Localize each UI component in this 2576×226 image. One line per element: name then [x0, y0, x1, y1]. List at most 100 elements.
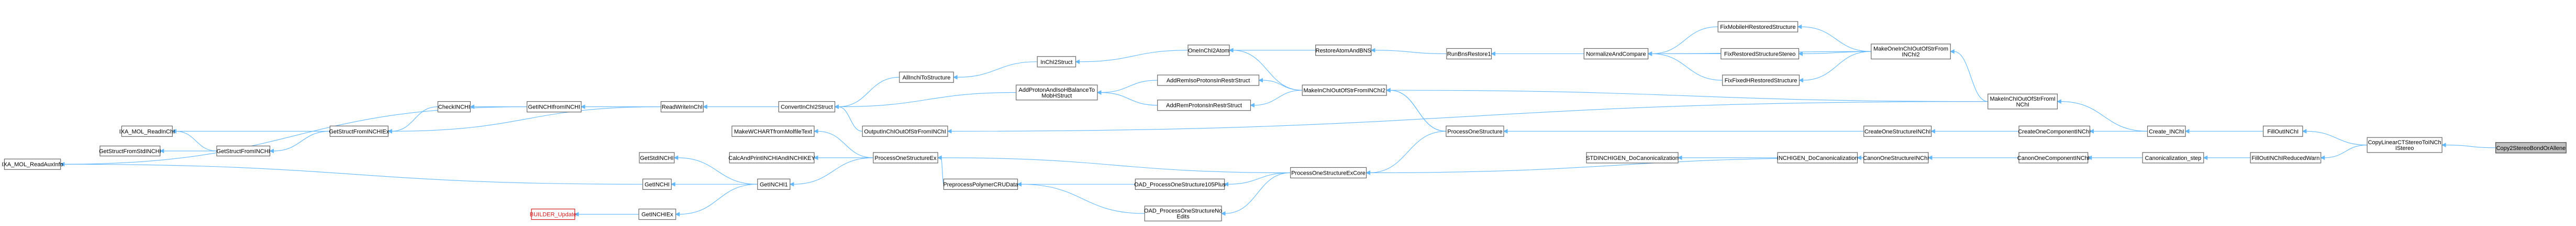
node-label: CreateOneComponentINChI	[2018, 128, 2091, 135]
node-box	[2250, 152, 2322, 164]
node-create-inchi[interactable]: Create_INChI	[2147, 125, 2186, 137]
edge-canononestructinchi-to-inchigen_docanon	[1857, 155, 1864, 160]
edge-processonestructure-to-makeinchioutofstrfrominchi2	[1386, 88, 1446, 132]
node-makewchartfromt[interactable]: MakeWCHARTfromMolfileText	[731, 125, 815, 137]
edge-makeinchioutofstrfrominchi2-to-addremprotons	[1250, 90, 1303, 108]
node-convertinchi2struct[interactable]: ConvertInChI2Struct	[778, 101, 836, 113]
edge-copy2stereobond-to-copylinearct	[2441, 143, 2496, 148]
node-getinchi[interactable]: GetINCHI	[642, 178, 672, 190]
node-allinchitostructure[interactable]: AllInchiToStructure	[899, 71, 954, 83]
edge-arrowhead	[937, 155, 942, 160]
node-fixmobilehrestored[interactable]: FixMobileHRestoredStructure	[1717, 21, 1798, 33]
edge-canonicalization_step-to-canononecompinchi	[2087, 155, 2143, 160]
edge-runbnsrestore1-to-restoreatomandbns	[1370, 48, 1447, 55]
node-box	[4, 158, 61, 170]
node-inchigen-docanon[interactable]: INCHIGEN_DoCanonicalization	[1777, 152, 1858, 164]
node-normalizeandcompare[interactable]: NormalizeAndCompare	[1583, 48, 1649, 60]
node-box	[526, 101, 582, 113]
node-canononecompinchi[interactable]: CanonOneComponentINChI	[2017, 152, 2090, 164]
edge-getstructfrominchi-to-ixa_readinchi	[172, 128, 217, 152]
edge-arrowhead	[1075, 59, 1080, 64]
node-processonestructure[interactable]: ProcessOneStructure	[1446, 125, 1504, 137]
node-label: GetINCHIEx	[641, 212, 673, 218]
edge-filloutinchi-to-create_inchi	[2184, 128, 2263, 134]
node-label: BUILDER_Update	[530, 212, 576, 218]
node-getinchifrominchi[interactable]: GetINCHIfromINCHI	[526, 101, 582, 113]
node-createonecompinchi[interactable]: CreateOneComponentINChI	[2018, 125, 2091, 137]
node-getstructfrominchiex[interactable]: GetStructFromINCHIEx	[329, 125, 390, 137]
node-fixfixedhrestored[interactable]: FixFixedHRestoredStructure	[1722, 74, 1800, 86]
node-makeinchioutofstrfrominchi[interactable]: MakeInChIOutOfStrFromINChI	[1987, 93, 2058, 110]
edge-line	[2445, 144, 2496, 148]
node-stdinchigen-docanon[interactable]: STDINCHIGEN_DoCanonicalization	[1586, 152, 1679, 164]
node-getstructfromstdinchi[interactable]: GetStructFromStdINCHI	[99, 145, 161, 157]
node-label: MakeInChIOutOfStrFromI	[1990, 96, 2055, 102]
node-calcandprintinchi[interactable]: CalcAndPrintINCHIAndINCHIKEY	[728, 152, 816, 164]
node-label: CanonOneStructureINChI	[1863, 155, 1929, 162]
node-preprocesspolymer[interactable]: PreprocessPolymerCRUData	[943, 178, 1018, 190]
edge-arrowhead	[1491, 51, 1496, 56]
node-label: CreateOneStructureINChI	[1864, 128, 1931, 135]
node-filloutinchi[interactable]: FillOutINChI	[2263, 125, 2303, 137]
node-label: GetStructFromStdINCHI	[99, 148, 161, 155]
node-label: GetStdINCHI	[640, 155, 673, 162]
edge-line	[1801, 26, 1871, 52]
node-addremisoprotons[interactable]: AddRemIsoProtonsInRestrStruct	[1157, 74, 1260, 86]
node-box	[638, 208, 676, 220]
edge-line	[1953, 51, 1988, 102]
node-box	[1722, 74, 1800, 86]
edge-arrowhead	[1927, 155, 1933, 160]
node-inchi2struct[interactable]: InChI2Struct	[1037, 56, 1076, 68]
node-restoreatomandbns[interactable]: RestoreAtomAndBNS	[1315, 45, 1372, 56]
edge-makeinchioutofstrfrominchi-to-makeinchioutofstrfrominchi2	[1386, 88, 1988, 102]
node-getinchiex[interactable]: GetINCHIEx	[638, 208, 676, 220]
node-canononestructinchi[interactable]: CanonOneStructureINChI	[1863, 152, 1929, 164]
node-box	[1135, 178, 1225, 190]
node-label: GetINCHI1	[760, 181, 788, 188]
node-getstdinchi[interactable]: GetStdINCHI	[639, 152, 675, 164]
node-ixa-readinchi[interactable]: IXA_MOL_ReadInChI	[119, 125, 175, 137]
node-oad-process105[interactable]: OAD_ProcessOneStructure105Plus	[1134, 178, 1226, 190]
edge-line	[838, 106, 863, 132]
node-processoneexcore[interactable]: ProcessOneStructureExCore	[1290, 167, 1367, 179]
node-label: AddRemIsoProtonsInRestrStruct	[1167, 78, 1250, 84]
node-getinchi1[interactable]: GetINCHI1	[757, 178, 791, 190]
node-box	[778, 101, 836, 113]
edge-getinchi-to-ixa_readauxinfo	[60, 162, 643, 185]
node-label: MakeWCHARTfromMolfileText	[734, 128, 812, 135]
node-runbnsrestore1[interactable]: RunBnsRestore1	[1446, 48, 1492, 60]
node-outputinchioutofstr[interactable]: OutputInChIOutOfStrFromINChI	[862, 125, 948, 137]
edge-line	[63, 164, 643, 185]
node-copy2stereobond[interactable]: Copy2StereoBondOrAllene	[2495, 142, 2567, 154]
node-builder-update[interactable]: BUILDER_Update	[530, 208, 576, 220]
node-readwriteinchi[interactable]: ReadWriteInChI	[660, 101, 704, 113]
node-canonicalization-step[interactable]: Canonicalization_step	[2142, 152, 2204, 164]
edge-arrowhead	[1220, 211, 1226, 216]
edge-arrowhead	[673, 155, 679, 160]
node-getstructfrominchi[interactable]: GetStructFromINCHI	[216, 145, 271, 157]
edge-makeinchioutofstrfrominchi2-to-onechi2atom	[1228, 48, 1303, 91]
edge-arrowhead	[2441, 143, 2446, 147]
node-addremprotons[interactable]: AddRemProtonsInRestrStruct	[1157, 100, 1251, 111]
node-fixrestoredstereo[interactable]: FixRestoredStructureStereo	[1720, 48, 1800, 60]
node-processoneex[interactable]: ProcessOneStructureEx	[873, 152, 938, 164]
node-label: OneInChI2Atom	[1188, 48, 1229, 54]
edge-fixmobilehrestored-to-normalizeandcompare	[1647, 26, 1718, 56]
edge-getinchifrominchi-to-checkinchi	[470, 104, 527, 109]
edge-arrowhead	[834, 104, 839, 109]
node-checkinchi[interactable]: CheckINCHI	[437, 101, 471, 113]
node-box	[1187, 45, 1230, 56]
node-ixa-readauxinfo[interactable]: IXA_MOL_ReadAuxInfo	[2, 158, 63, 170]
node-onechi2atom[interactable]: OneInChI2Atom	[1187, 45, 1230, 56]
node-createonestructinchi[interactable]: CreateOneStructureINChI	[1863, 125, 1932, 137]
node-filloutinchireduced[interactable]: FillOutINChIReducedWarn	[2250, 152, 2322, 164]
node-makeinchioutofstrfrominchi2[interactable]: MakeInChIOutOfStrFromINChI2	[1302, 84, 1387, 96]
node-box	[639, 152, 675, 164]
node-label: IXA_MOL_ReadInChI	[119, 128, 175, 135]
node-label: FixRestoredStructureStereo	[1724, 51, 1795, 58]
edge-arrowhead	[1096, 90, 1102, 95]
